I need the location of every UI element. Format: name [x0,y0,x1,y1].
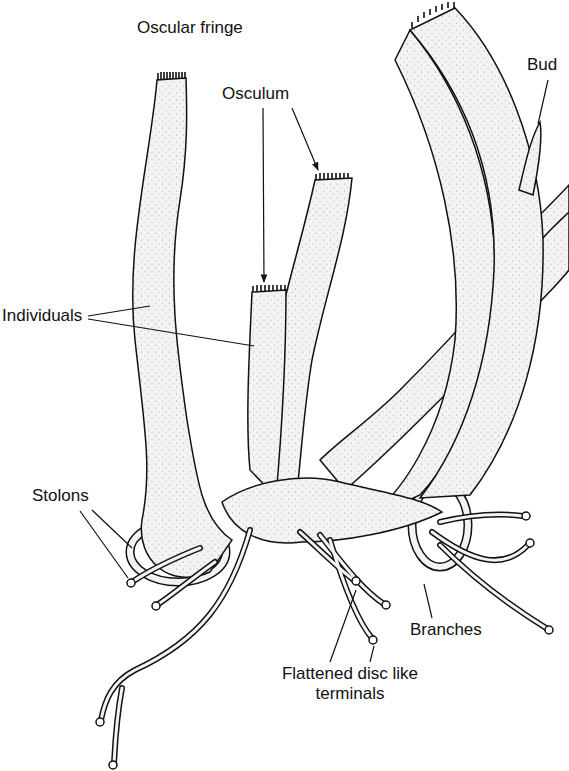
base [222,478,442,543]
bud [519,122,541,195]
part-label: Flattened disc like terminals [280,664,420,704]
stolons [96,512,553,769]
sponge-tubes [130,8,569,582]
part-label: Bud [527,55,557,75]
part-label: Osculum [222,84,289,104]
part-label: Oscular fringe [137,18,243,38]
disc-terminals [96,512,553,769]
part-label: Stolons [32,486,89,506]
leader-lines [80,80,548,662]
part-label: Individuals [2,306,82,326]
tube [410,8,543,498]
tube [248,290,286,497]
tube [133,78,232,577]
part-label: Branches [410,620,482,640]
oscular-fringes [158,2,454,292]
